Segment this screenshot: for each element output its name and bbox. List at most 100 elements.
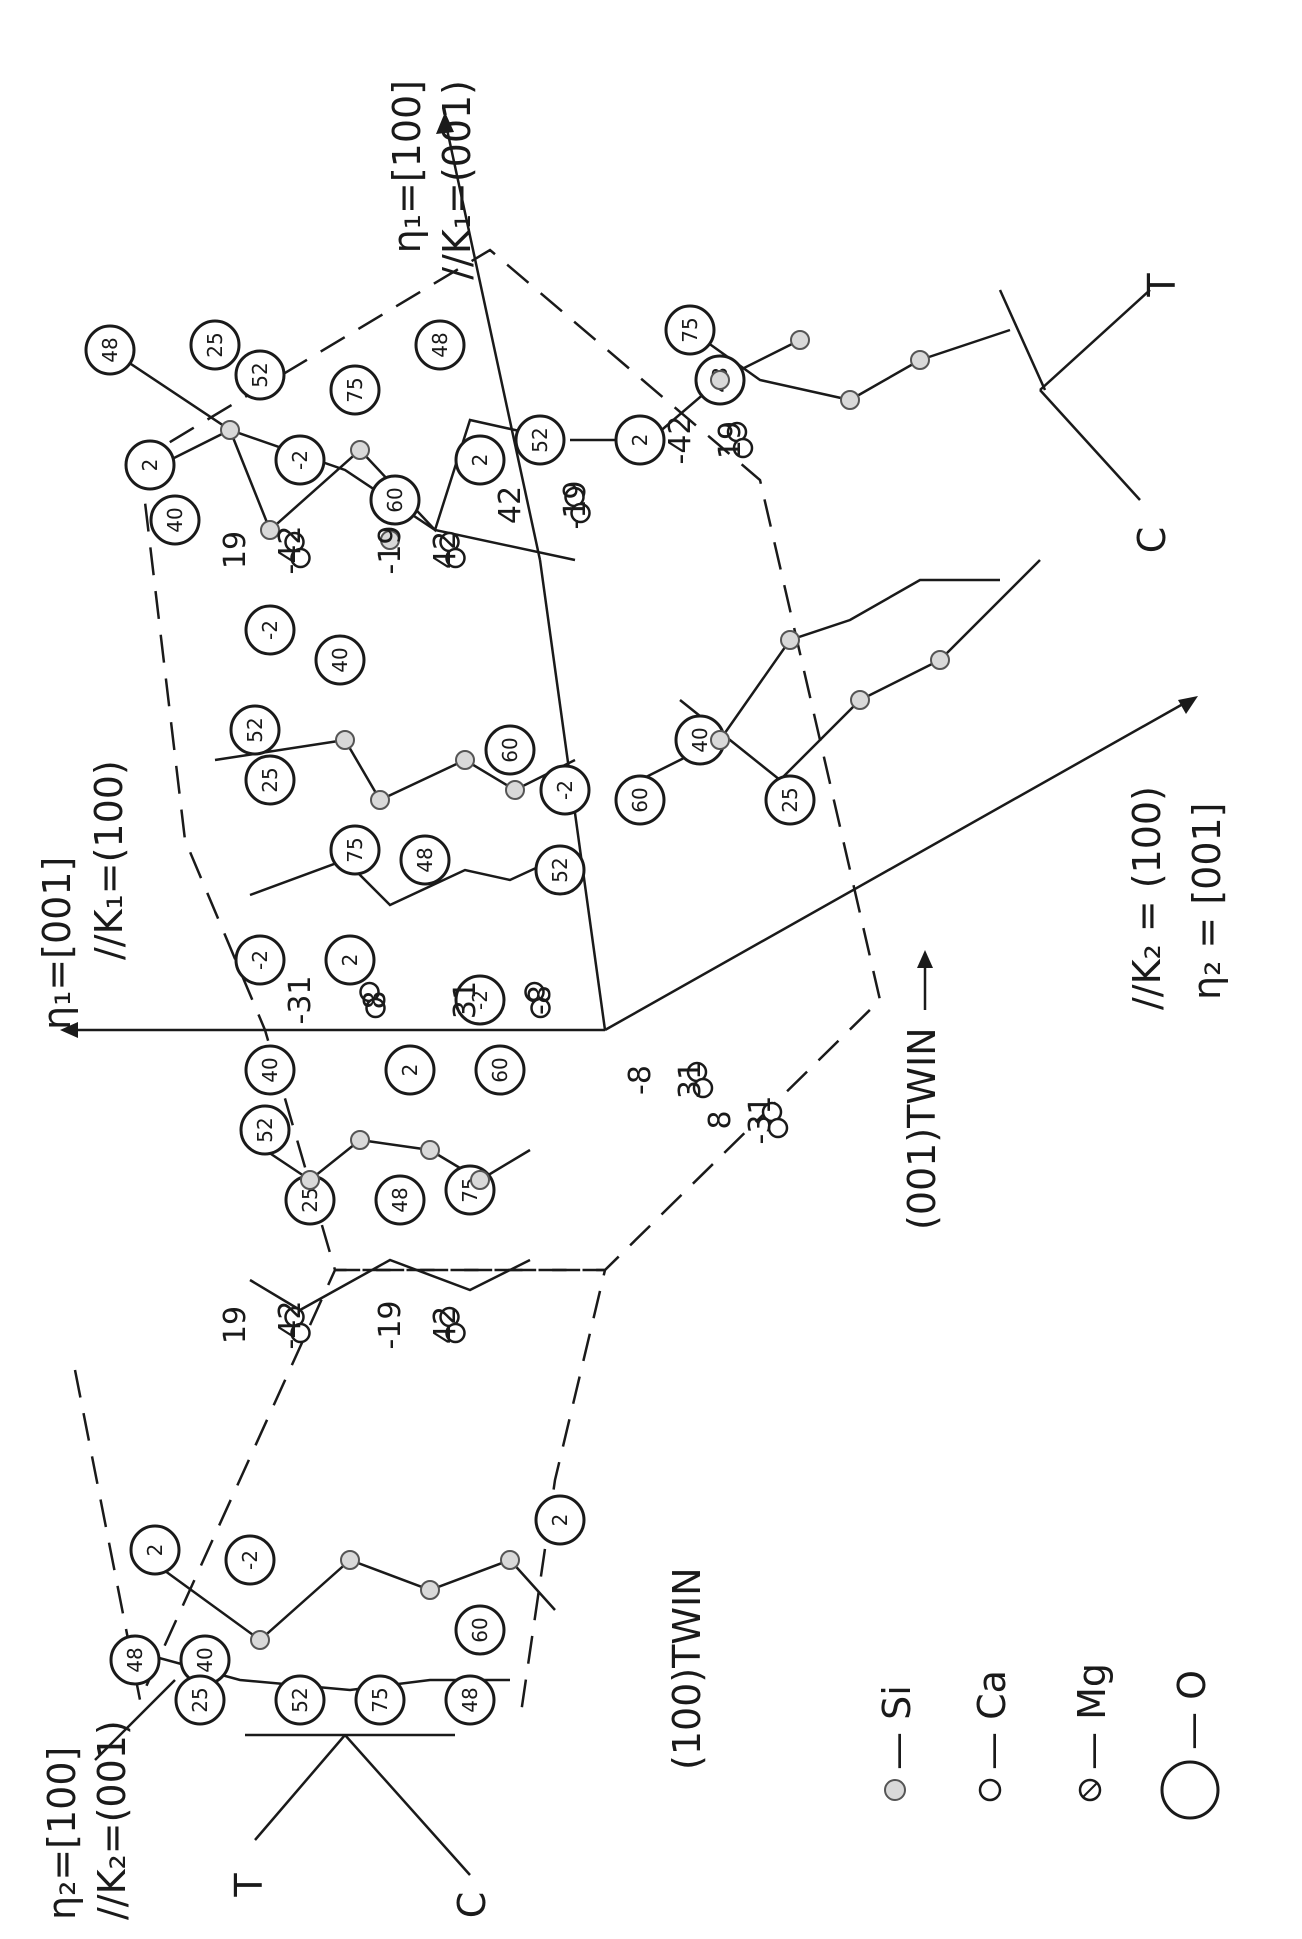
si-atom [840, 390, 860, 410]
oxygen-height-label: 75 [343, 837, 367, 862]
oxygen-ring [274, 1674, 326, 1726]
oxygen-height-label: 40 [163, 507, 187, 532]
si-atom [505, 780, 525, 800]
oxygen-atom: 52 [239, 1104, 291, 1156]
oxygen-ring [329, 364, 381, 416]
cation-height-label: 19 [218, 1306, 253, 1344]
oxygen-height-label: -2 [288, 450, 312, 470]
cation-height-label: 42 [428, 1306, 463, 1344]
chain-6 [249, 1258, 531, 1312]
oxygen-atom: 75 [664, 304, 716, 356]
si-atom [850, 690, 870, 710]
oxygen-atom: 60 [614, 774, 666, 826]
cation-height-label: 31 [673, 1061, 708, 1099]
cation-height-label: -19 [373, 1301, 408, 1350]
si-atom [930, 650, 950, 670]
oxygen-height-label: 60 [468, 1617, 492, 1642]
oxygen-height-label: 40 [688, 727, 712, 752]
cation-height-label: 8 [358, 990, 393, 1009]
twin-labels: (001)TWIN (100)TWIN [665, 950, 944, 1770]
cation-height-label: 19 [218, 531, 253, 569]
stress-bottom: T C [227, 1733, 494, 1918]
oxygen-height-label: 40 [193, 1647, 217, 1672]
oxygen-height-label: 75 [343, 377, 367, 402]
oxygen-height-label: 52 [528, 427, 552, 452]
oxygen-atom: -2 [454, 974, 506, 1026]
oxygen-ring [84, 324, 136, 376]
chain-2 [149, 428, 576, 562]
label-eta1-mid: η₁=[001] [35, 857, 79, 1030]
mg-atom [530, 997, 551, 1019]
si-atom [710, 730, 730, 750]
legend-ca-label: — Ca [970, 1670, 1014, 1770]
si-atom [335, 730, 355, 750]
mg-atom [767, 1117, 789, 1139]
si-atom [350, 1130, 370, 1150]
oxygen-ring [189, 319, 241, 371]
label-k2-bottom: //K₂=(001) [90, 1720, 134, 1920]
oxygen-ring [124, 439, 176, 491]
eta1-arrow-top [436, 112, 454, 134]
oxygen-height-label: 25 [203, 332, 227, 357]
oxygen-atom: 25 [174, 1674, 226, 1726]
si-atom [220, 420, 240, 440]
oxygen-height-label: 2 [548, 1514, 572, 1527]
oxygen-height-label: -2 [258, 620, 282, 640]
compression-arrow-top [1039, 389, 1141, 501]
si-atom [780, 630, 800, 650]
label-eta2-bottom: η₂=[100] [40, 1747, 84, 1920]
legend-mg-slash [1082, 1782, 1098, 1798]
eta1-arrow-mid [60, 1022, 78, 1038]
oxygen-ring [234, 349, 286, 401]
oxygen-height-label: 48 [428, 332, 452, 357]
cation-height-label: 19 [713, 421, 748, 459]
tension-label-bottom: T [227, 1873, 271, 1898]
oxygen-ring [234, 934, 286, 986]
si-atom [350, 440, 370, 460]
oxygen-height-label: 48 [123, 1647, 147, 1672]
oxygen-height-label: 2 [468, 454, 492, 467]
oxygen-atom: 48 [444, 1674, 496, 1726]
oxygen-atom: 48 [109, 1634, 161, 1686]
si-atom [370, 790, 390, 810]
si-atom [260, 520, 280, 540]
twin-001-arrowhead [917, 950, 933, 968]
cation-height-label: -8 [523, 985, 558, 1015]
mg-atom [445, 1322, 466, 1344]
oxygen-ring [369, 474, 421, 526]
oxygen-height-label: 60 [488, 1057, 512, 1082]
oxygen-atom: 40 [674, 714, 726, 766]
oxygen-ring [239, 1104, 291, 1156]
mg-atom [570, 502, 591, 524]
oxygen-atom: 40 [149, 494, 201, 546]
oxygen-height-label: 60 [498, 737, 522, 762]
oxygen-atom: 2 [324, 934, 376, 986]
oxygen-atom: 48 [414, 319, 466, 371]
oxygen-height-label: 2 [338, 954, 362, 967]
oxygen-ring [174, 1674, 226, 1726]
oxygen-height-label: 2 [143, 1544, 167, 1557]
cation-height-label: -42 [273, 1301, 308, 1350]
twin-001-label: (001)TWIN [900, 1027, 944, 1230]
axis-labels: η₁=[100] //K₁=(001) η₁=[001] //K₁=(100) … [35, 80, 1229, 1920]
oxygen-atom: 2 [124, 439, 176, 491]
oxygen-atom: 60 [474, 1044, 526, 1096]
cation-height-label: -42 [273, 526, 308, 575]
oxygen-height-label: -2 [238, 1550, 262, 1570]
si-atom [380, 530, 400, 550]
tension-arrow-top [1039, 289, 1151, 391]
oxygen-ring [314, 634, 366, 686]
oxygen-ring [664, 304, 716, 356]
oxygen-ring [454, 1604, 506, 1656]
oxygen-ring [399, 834, 451, 886]
oxygen-ring [614, 774, 666, 826]
oxygen-ring [384, 1044, 436, 1096]
oxygen-ring [454, 434, 506, 486]
label-eta2-bottom-right: η₂ = [001] [1185, 803, 1229, 1001]
silicon-atoms [220, 330, 950, 1650]
twin-plane-lines [60, 112, 1198, 1761]
cation-height-label: -8 [623, 1065, 658, 1095]
